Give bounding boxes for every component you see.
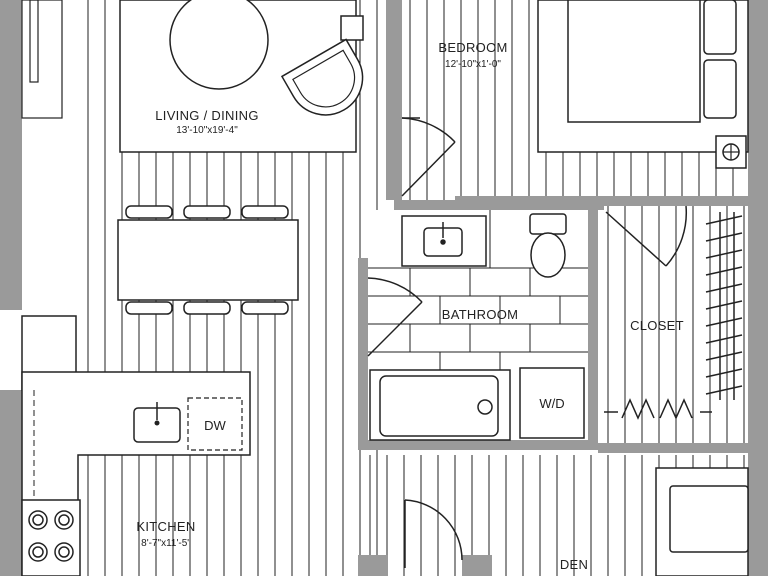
hanger	[705, 385, 743, 395]
toilet	[529, 213, 567, 278]
kitchen-dims: 8'-7"x11'-5"	[141, 538, 191, 549]
bed-mattress	[567, 0, 701, 123]
dining-chair	[125, 301, 173, 315]
dishwasher: DW	[187, 397, 243, 451]
dishwasher-label: DW	[204, 418, 226, 433]
dining-chair	[125, 205, 173, 219]
dining-chair	[241, 301, 289, 315]
den-sofa	[655, 467, 749, 576]
wall-bath-right	[588, 200, 598, 450]
hanger	[705, 351, 743, 361]
den-door	[404, 499, 463, 568]
wall-bath-left	[358, 258, 368, 450]
bathroom-door	[367, 277, 423, 357]
bathroom-label: BATHROOM	[442, 307, 519, 322]
hanger	[705, 283, 743, 293]
closet-door	[605, 205, 688, 267]
hanger	[705, 232, 743, 242]
dining-chair	[183, 301, 231, 315]
pillow	[703, 59, 737, 119]
floor-lamp	[29, 0, 39, 83]
armchair	[280, 38, 364, 116]
pillow	[703, 0, 737, 55]
side-table	[340, 15, 364, 41]
closet-hangers	[705, 215, 743, 395]
wall-living-bedroom	[386, 0, 402, 200]
dining-table	[117, 219, 299, 301]
floor-stripe-group	[87, 450, 361, 576]
hanger	[705, 215, 743, 225]
bathtub	[369, 369, 511, 441]
bed	[537, 0, 749, 153]
wall-bath-top	[394, 200, 604, 210]
bedroom-label: BEDROOM	[438, 40, 507, 55]
wall-den-right	[462, 555, 492, 576]
cooktop	[21, 499, 81, 576]
living-room-dims: 13'-10"x19'-4"	[176, 125, 238, 136]
washer-dryer-label: W/D	[539, 396, 564, 411]
bathroom-vanity	[401, 215, 487, 267]
closet-label: CLOSET	[630, 318, 684, 333]
closet-bifold-door	[604, 398, 712, 420]
wall-left-upper	[0, 0, 22, 310]
dining-chair	[183, 205, 231, 219]
hanger	[705, 300, 743, 310]
media-console	[21, 0, 63, 119]
wall-den-left	[358, 555, 388, 576]
bedroom-door	[401, 117, 456, 197]
wall-bath-bottom	[358, 440, 598, 450]
kitchen-sink	[133, 402, 181, 443]
nightstand	[715, 135, 747, 169]
hanger	[705, 249, 743, 259]
dining-set	[117, 205, 299, 315]
hanger	[705, 334, 743, 344]
living-room-label: LIVING / DINING	[155, 108, 258, 123]
wall-closet-bottom	[598, 443, 748, 453]
hanger	[705, 317, 743, 327]
round-coffee-table	[169, 0, 269, 90]
dining-chair	[241, 205, 289, 219]
wall-right	[748, 0, 768, 576]
wall-left-lower	[0, 390, 22, 576]
hanger	[705, 266, 743, 276]
kitchen-label: KITCHEN	[136, 519, 195, 534]
den-label: DEN	[560, 557, 588, 572]
bedroom-dims: 12'-10"x1'-0"	[445, 59, 501, 70]
hanger	[705, 368, 743, 378]
washer-dryer: W/D	[519, 367, 585, 439]
